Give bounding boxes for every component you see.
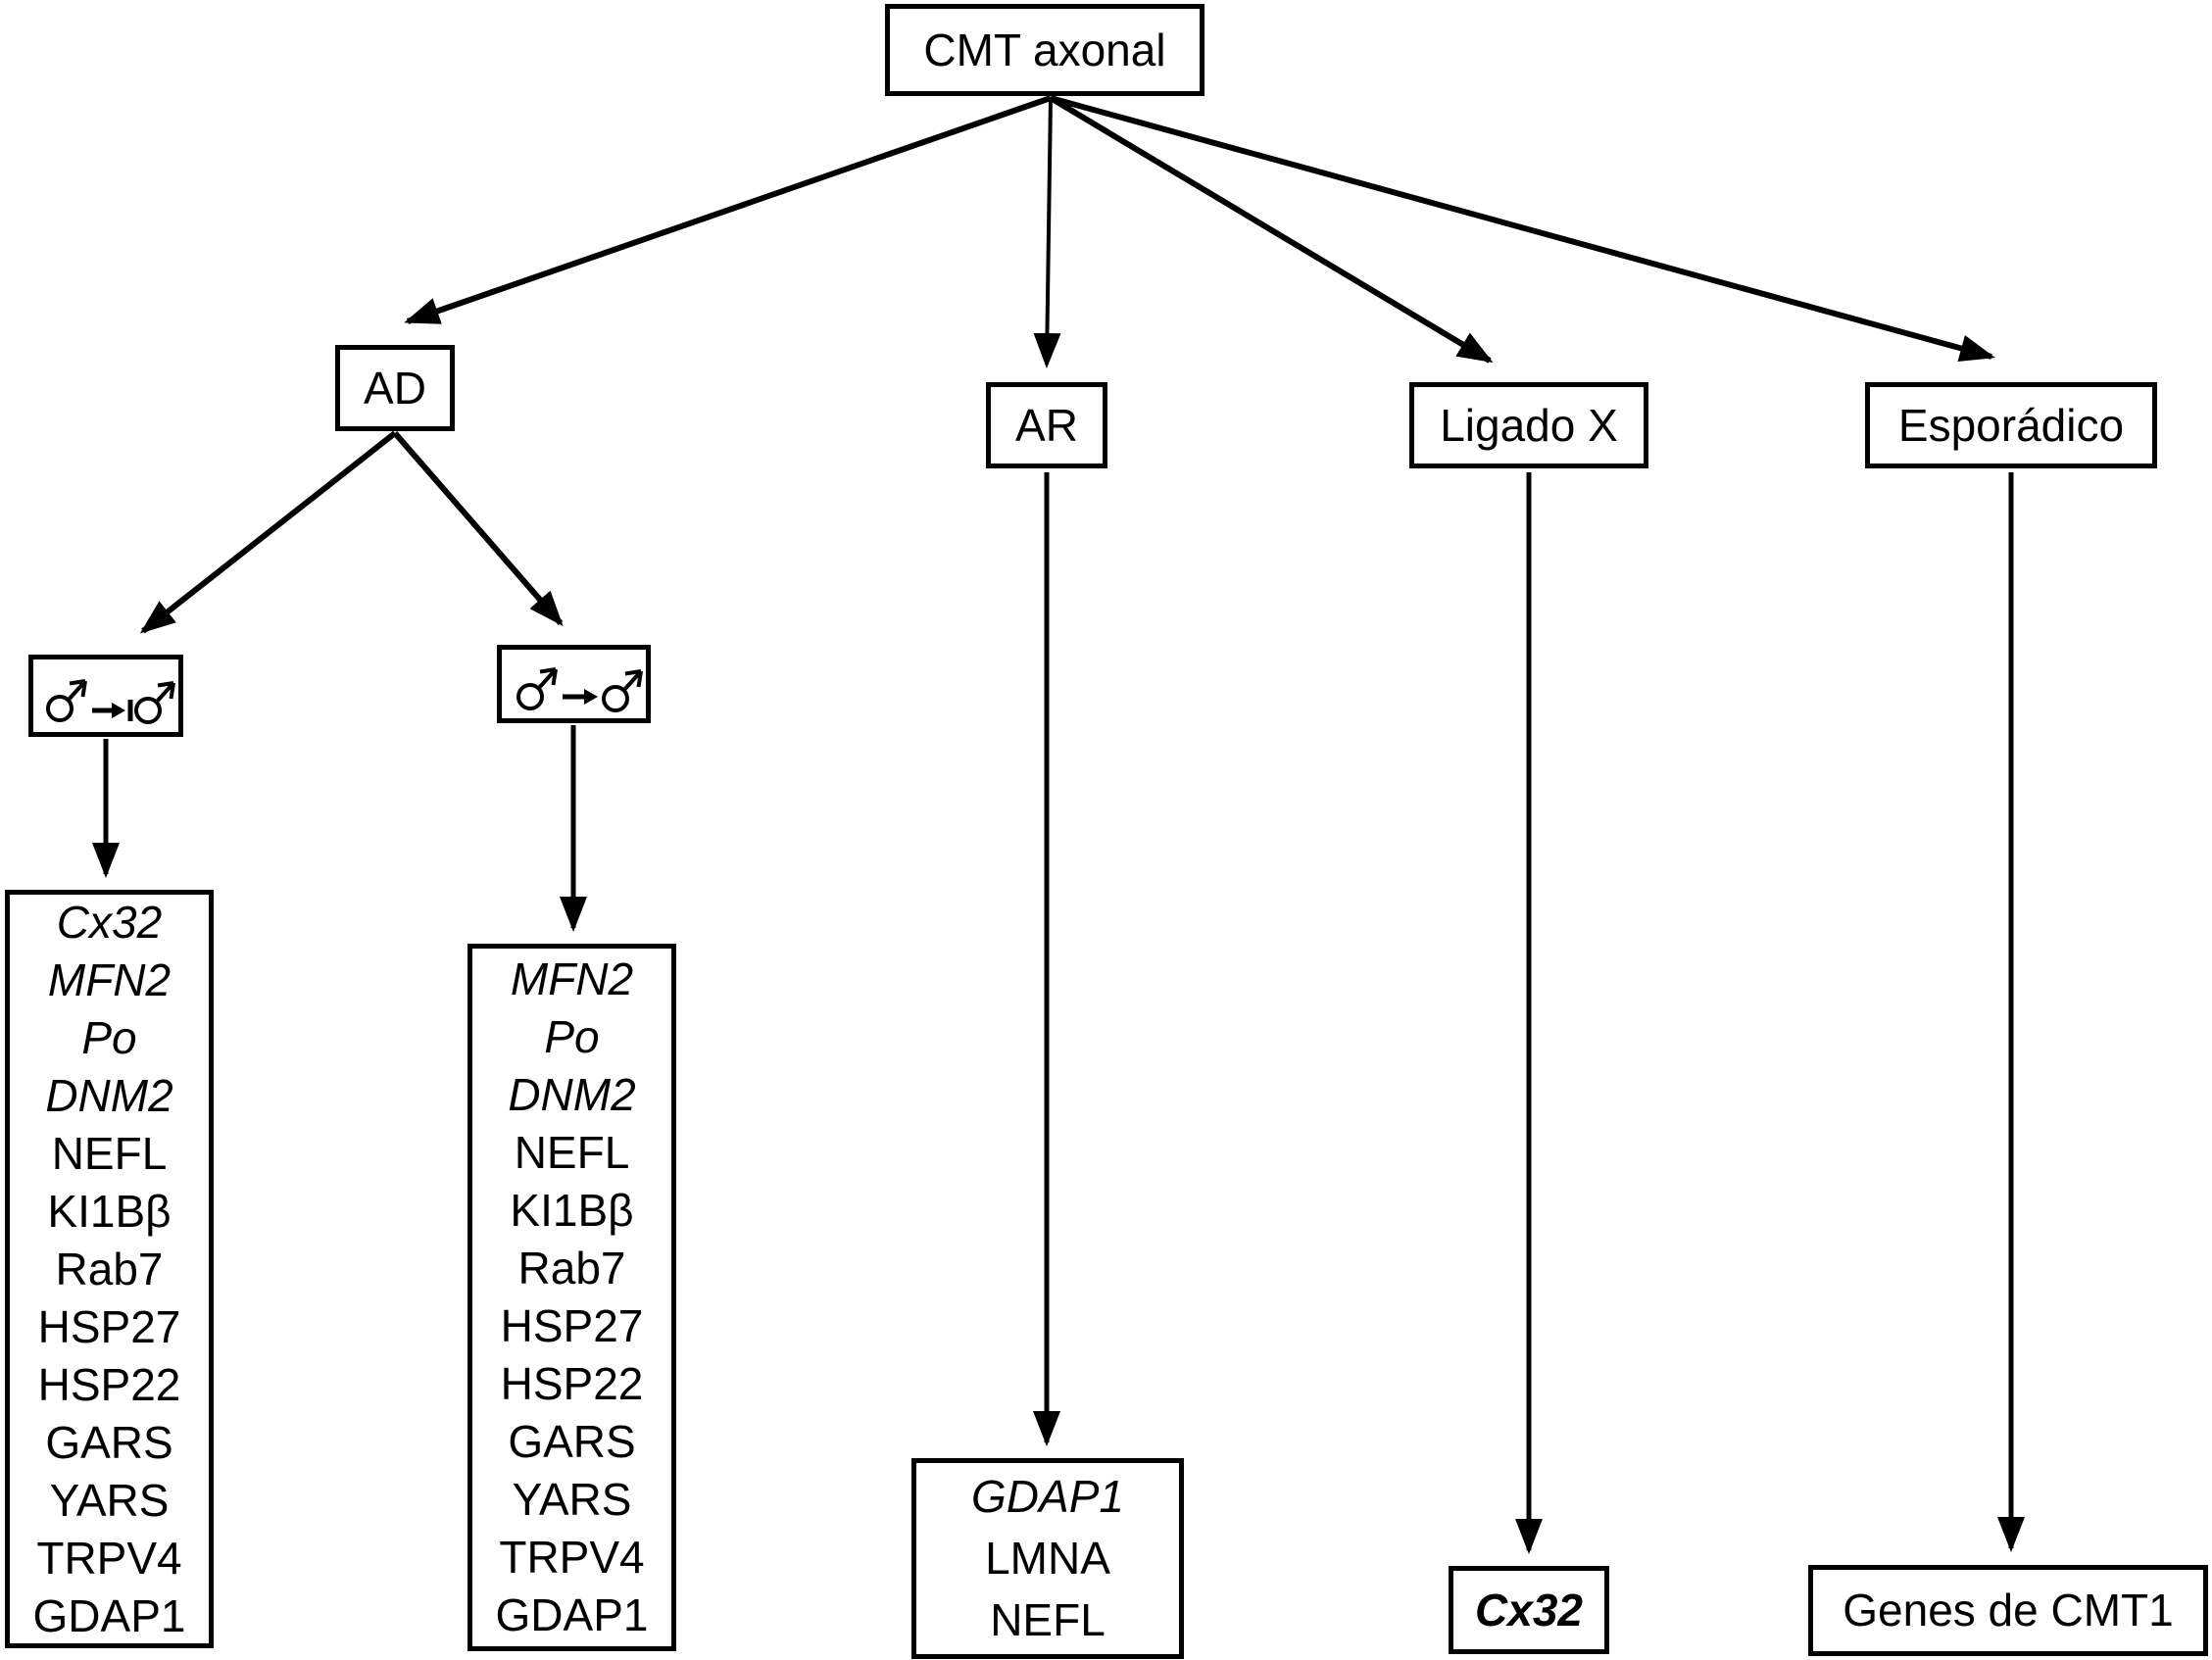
gene-item: TRPV4 bbox=[499, 1532, 645, 1583]
arrow-root-to-ar bbox=[1033, 97, 1061, 368]
arrow-root-to-x-linked bbox=[1049, 95, 1494, 364]
arrow-ad-to-mmt bbox=[392, 431, 564, 627]
gene-item: Cx32 bbox=[56, 896, 163, 948]
gene-item: DNM2 bbox=[45, 1069, 173, 1121]
branch-label-sporadic: Esporádico bbox=[1897, 399, 2125, 451]
gene-item: Rab7 bbox=[55, 1243, 164, 1294]
male-to-male-transmission-box bbox=[497, 645, 651, 723]
root-box-cmt-axonal: CMT axonal bbox=[885, 4, 1204, 96]
gene-list-ad-no-male-to-male: Cx32 MFN2 Po DNM2 NEFL KI1Bβ Rab7 HSP27 … bbox=[5, 890, 214, 1648]
branch-label-ar: AR bbox=[1015, 399, 1078, 451]
gene-item: KI1Bβ bbox=[510, 1185, 634, 1236]
gene-item: HSP22 bbox=[37, 1358, 181, 1410]
branch-label-x-linked: Ligado X bbox=[1440, 399, 1618, 451]
arrow-root-to-sporadic bbox=[1050, 95, 1995, 363]
branch-box-ad: AD bbox=[335, 345, 455, 431]
gene-item: DNM2 bbox=[508, 1069, 636, 1120]
gene-box-sporadic: Genes de CMT1 bbox=[1808, 1565, 2208, 1656]
gene-item: Cx32 bbox=[1475, 1584, 1583, 1636]
gene-item: TRPV4 bbox=[36, 1532, 182, 1584]
gene-item: LMNA bbox=[985, 1533, 1110, 1584]
gene-item: Rab7 bbox=[517, 1243, 626, 1294]
gene-item: GARS bbox=[508, 1416, 636, 1467]
no-male-to-male-transmission-box bbox=[28, 655, 183, 737]
branch-box-ar: AR bbox=[986, 382, 1107, 468]
branch-label-ad: AD bbox=[364, 362, 426, 414]
gene-item: Genes de CMT1 bbox=[1843, 1585, 2174, 1636]
gene-item: YARS bbox=[49, 1474, 170, 1526]
gene-item: GDAP1 bbox=[32, 1589, 186, 1641]
root-label: CMT axonal bbox=[923, 24, 1166, 75]
male-to-male-transmission-icon bbox=[516, 667, 643, 712]
gene-item: HSP27 bbox=[37, 1300, 181, 1352]
gene-item: NEFL bbox=[51, 1127, 168, 1179]
gene-box-x-linked: Cx32 bbox=[1449, 1566, 1609, 1654]
gene-item: HSP27 bbox=[500, 1300, 644, 1351]
arrow-ad-to-blocked bbox=[139, 430, 397, 634]
male-to-male-transmission-blocked-icon bbox=[46, 679, 175, 724]
gene-item: HSP22 bbox=[500, 1358, 644, 1409]
gene-item: KI1Bβ bbox=[47, 1185, 172, 1237]
gene-list-ad-male-to-male: MFN2 Po DNM2 NEFL KI1Bβ Rab7 HSP27 HSP22… bbox=[467, 944, 676, 1651]
gene-item: Po bbox=[544, 1011, 600, 1062]
arrow-root-to-ad bbox=[404, 95, 1052, 324]
gene-list-ar: GDAP1 LMNA NEFL bbox=[911, 1458, 1184, 1659]
gene-item: NEFL bbox=[990, 1594, 1106, 1645]
gene-item: GDAP1 bbox=[971, 1471, 1124, 1522]
gene-item: MFN2 bbox=[510, 953, 634, 1004]
gene-item: GARS bbox=[45, 1416, 173, 1468]
branch-box-sporadic: Esporádico bbox=[1865, 382, 2157, 468]
gene-item: YARS bbox=[512, 1474, 632, 1525]
gene-item: GDAP1 bbox=[495, 1589, 649, 1640]
gene-item: NEFL bbox=[514, 1127, 630, 1178]
gene-item: Po bbox=[81, 1011, 137, 1063]
gene-item: MFN2 bbox=[47, 953, 172, 1005]
branch-box-x-linked: Ligado X bbox=[1409, 382, 1648, 468]
